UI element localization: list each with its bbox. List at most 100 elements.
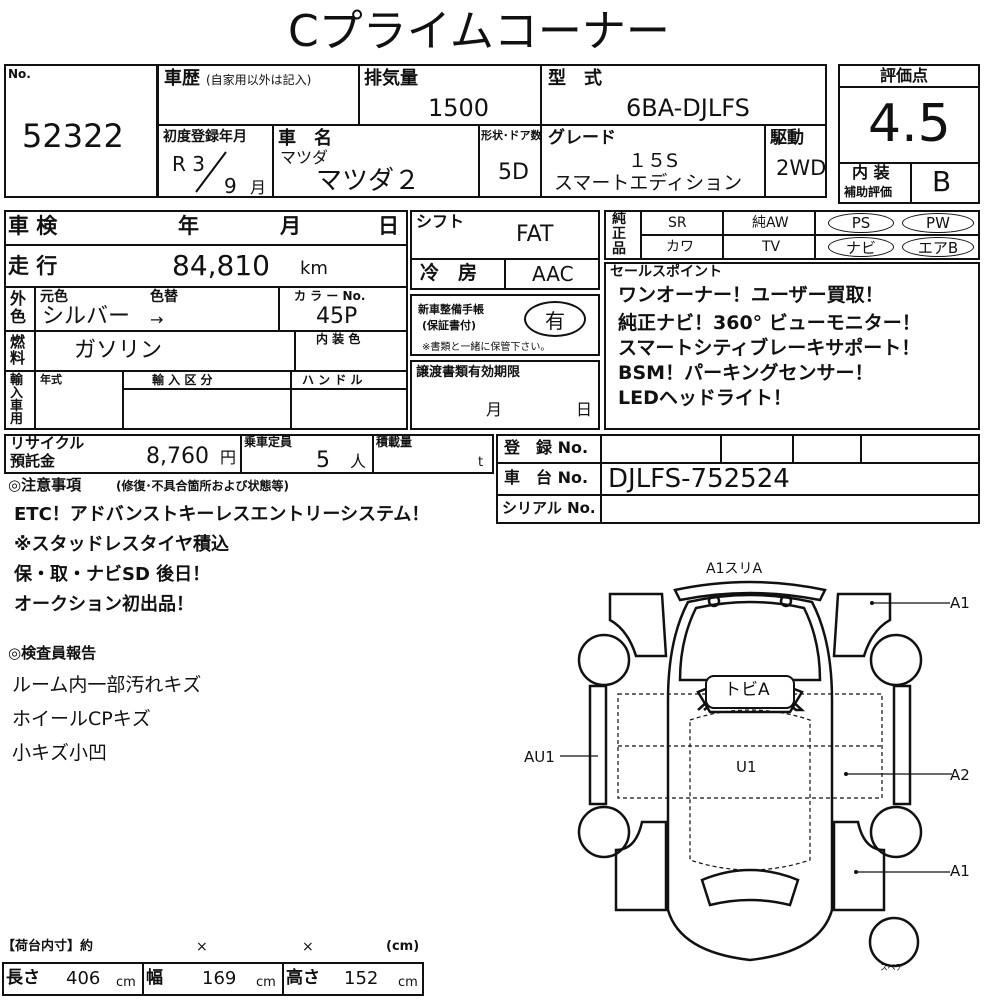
page-title: Cプライムコーナー	[288, 6, 670, 57]
first-reg-month: 9	[224, 174, 237, 198]
equip-ps: PS	[828, 213, 894, 233]
cargo-cross-1: ×	[196, 939, 208, 955]
recycle-box	[4, 434, 494, 474]
fuel-label: 燃料	[10, 333, 26, 367]
service-value: 有	[545, 308, 565, 333]
mileage-unit: km	[300, 258, 328, 279]
diagram-front-label: A1スリA	[706, 561, 763, 577]
interior-grade: B	[932, 165, 952, 198]
doors-value: 5D	[498, 160, 529, 185]
import-class-label: 輸 入 区 分	[152, 373, 213, 387]
diagram-spare-label: スペア	[880, 963, 904, 972]
cargo-cross-2: ×	[302, 939, 314, 955]
service-label-2: (保証書付)	[422, 319, 477, 332]
inspector-label: ◎検査員報告	[8, 644, 97, 662]
cargo-label: 【荷台内寸】約	[2, 939, 94, 954]
shift-value: FAT	[516, 222, 554, 247]
equip-airbag: エアB	[902, 237, 974, 257]
repaint-label: 色替	[150, 289, 178, 305]
score-label: 評価点	[880, 66, 929, 85]
grade-line1: １５S	[628, 150, 679, 172]
service-label-1: 新車整備手帳	[418, 303, 484, 316]
inspection-day-label: 日	[378, 214, 399, 238]
ac-label: 冷 房	[420, 262, 478, 284]
width-value: 169	[202, 968, 237, 989]
yen-unit: 円	[220, 448, 237, 467]
inspection-month-label: 月	[280, 214, 301, 238]
chassis-label: 車 台 No.	[504, 468, 589, 487]
equip-pw: PW	[902, 213, 974, 233]
car-name: マツダ２	[316, 166, 421, 196]
diagram-left-label: AU1	[524, 748, 555, 766]
vehicle-details-box	[4, 210, 408, 430]
inspector-note-3: 小キズ小凹	[12, 742, 108, 764]
chassis-no: DJLFS-752524	[608, 464, 790, 494]
equip-aw: 純AW	[752, 215, 789, 231]
history-note: (自家用以外は記入)	[206, 73, 312, 87]
sales-point-box	[604, 262, 980, 430]
shift-label: シフト	[416, 212, 465, 231]
recycle-label-1: リサイクル	[10, 434, 85, 452]
note-3: 保・取・ナビSD 後日！	[14, 564, 211, 585]
equip-navi: ナビ	[828, 237, 894, 257]
month-unit: 月	[250, 178, 267, 197]
ac-value: AAC	[532, 262, 574, 286]
length-value: 406	[66, 968, 101, 989]
load-label: 積載量	[376, 435, 413, 449]
service-note: ※書類と一緒に保管下さい。	[422, 342, 551, 353]
grade-label: グレード	[548, 128, 616, 148]
equip-sr: SR	[668, 215, 687, 231]
reg-no-label: 登 録 No.	[504, 438, 589, 457]
displacement-label: 排気量	[364, 68, 418, 89]
drive-label: 駆動	[770, 128, 804, 148]
registration-box	[496, 434, 980, 524]
exterior-color-label: 外色	[10, 289, 27, 326]
lot-number: 52322	[22, 117, 124, 155]
doors-label: 形状･ドア数	[481, 129, 542, 142]
first-reg-era: R 3	[172, 152, 205, 176]
interior-sub: 補助評価	[844, 185, 893, 199]
no-label: No.	[8, 67, 31, 81]
ton-unit: t	[478, 455, 484, 470]
width-unit: cm	[256, 975, 276, 990]
service-value-circle: 有	[524, 301, 586, 337]
service-box	[410, 294, 600, 356]
inspector-note-2: ホイールCPキズ	[12, 708, 151, 730]
note-4: オークション初出品！	[14, 594, 194, 615]
serial-label: シリアル No.	[502, 499, 596, 517]
slash-divider	[195, 151, 227, 193]
orig-color-label: 元色	[40, 289, 68, 305]
interior-label: 内 装	[852, 163, 890, 182]
inspector-note-1: ルーム内一部汚れキズ	[12, 674, 202, 696]
cargo-dimension-box	[2, 962, 424, 996]
diagram-right-label-1: A1	[950, 594, 970, 612]
diagram-roof-label: U1	[736, 758, 757, 776]
height-unit: cm	[398, 975, 418, 990]
color-arrow: →	[150, 310, 164, 329]
sales-point-3: スマートシティブレーキサポート！	[618, 337, 921, 359]
drive-value: 2WD	[776, 156, 827, 180]
import-label: 輸入車用	[10, 373, 24, 427]
recycle-fee: 8,760	[146, 444, 209, 469]
cargo-cm-paren: (cm)	[386, 939, 420, 954]
sales-point-1: ワンオーナー！ユーザー買取！	[618, 284, 884, 306]
transfer-day: 日	[576, 400, 593, 419]
inspection-year-label: 年	[178, 214, 199, 238]
person-unit: 人	[350, 452, 367, 471]
color-no-label: カ ラ ー No.	[294, 289, 366, 303]
length-unit: cm	[116, 975, 136, 990]
mileage-value: 84,810	[172, 249, 270, 282]
diagram-right-label-3: A1	[950, 862, 970, 880]
sales-point-2: 純正ナビ！360° ビューモニター！	[618, 312, 921, 334]
length-label: 長さ	[6, 968, 40, 988]
notes-sub: (修復･不具合箇所および状態等)	[116, 479, 289, 493]
inspection-label: 車 検	[8, 214, 58, 238]
diagram-right-label-2: A2	[950, 766, 970, 784]
fuel-value: ガソリン	[74, 338, 163, 363]
year-model-label: 年式	[40, 373, 62, 386]
note-1: ETC！アドバンストキーレスエントリーシステム！	[14, 504, 430, 525]
transfer-month: 月	[486, 400, 503, 419]
displacement-value: 1500	[428, 94, 490, 122]
equip-leather: カワ	[666, 239, 694, 255]
note-2: ※スタッドレスタイヤ積込	[14, 534, 229, 555]
